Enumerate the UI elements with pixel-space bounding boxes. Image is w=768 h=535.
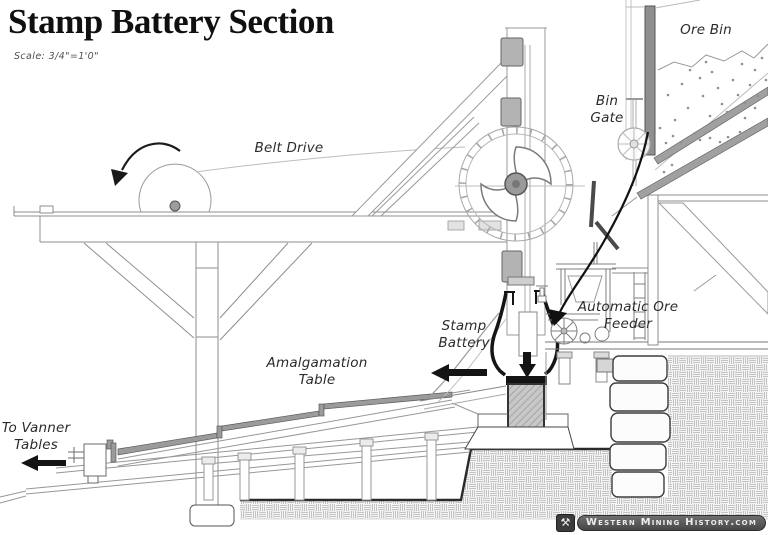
watermark-badge: ⚒ Western Mining History.com — [555, 514, 766, 532]
right-frame — [612, 194, 768, 346]
ore-feeder — [536, 242, 646, 345]
scale-note: Scale: 3/4"=1'0" — [14, 51, 99, 62]
amalgamation-table-plate — [106, 391, 453, 463]
label-belt-drive: Belt Drive — [254, 140, 324, 156]
pulp-discharge-arrow — [431, 364, 487, 382]
label-amalgamation-table: Amalgamation Table — [266, 355, 368, 388]
stamp-cam — [480, 146, 552, 222]
ground-hatch — [240, 355, 768, 520]
watermark-text: Western Mining History.com — [576, 515, 766, 531]
table-framing — [0, 389, 479, 504]
ore-stipple — [658, 56, 768, 174]
label-automatic-ore-feeder: Automatic Ore Feeder — [577, 299, 679, 332]
label-bin-gate: Bin Gate — [590, 93, 624, 126]
stamp-force-arrow — [519, 352, 536, 378]
ore-flow-arrow — [548, 131, 650, 326]
belt-pulley — [138, 163, 212, 213]
ore-bin-structure — [611, 0, 768, 217]
rotation-direction-arrow — [111, 142, 181, 186]
stone-retaining-wall — [596, 355, 671, 498]
label-stamp-battery: Stamp Battery — [438, 318, 490, 351]
splash-apron — [419, 312, 507, 410]
mortar-block — [464, 352, 575, 450]
page-title: Stamp Battery Section — [8, 2, 334, 41]
crossed-pick-hammer-icon: ⚒ — [555, 514, 575, 532]
label-to-vanner-tables: To Vanner Tables — [1, 420, 71, 453]
label-ore-bin: Ore Bin — [680, 22, 732, 38]
vanner-launder — [68, 443, 107, 484]
to-vanner-arrow — [21, 455, 66, 471]
